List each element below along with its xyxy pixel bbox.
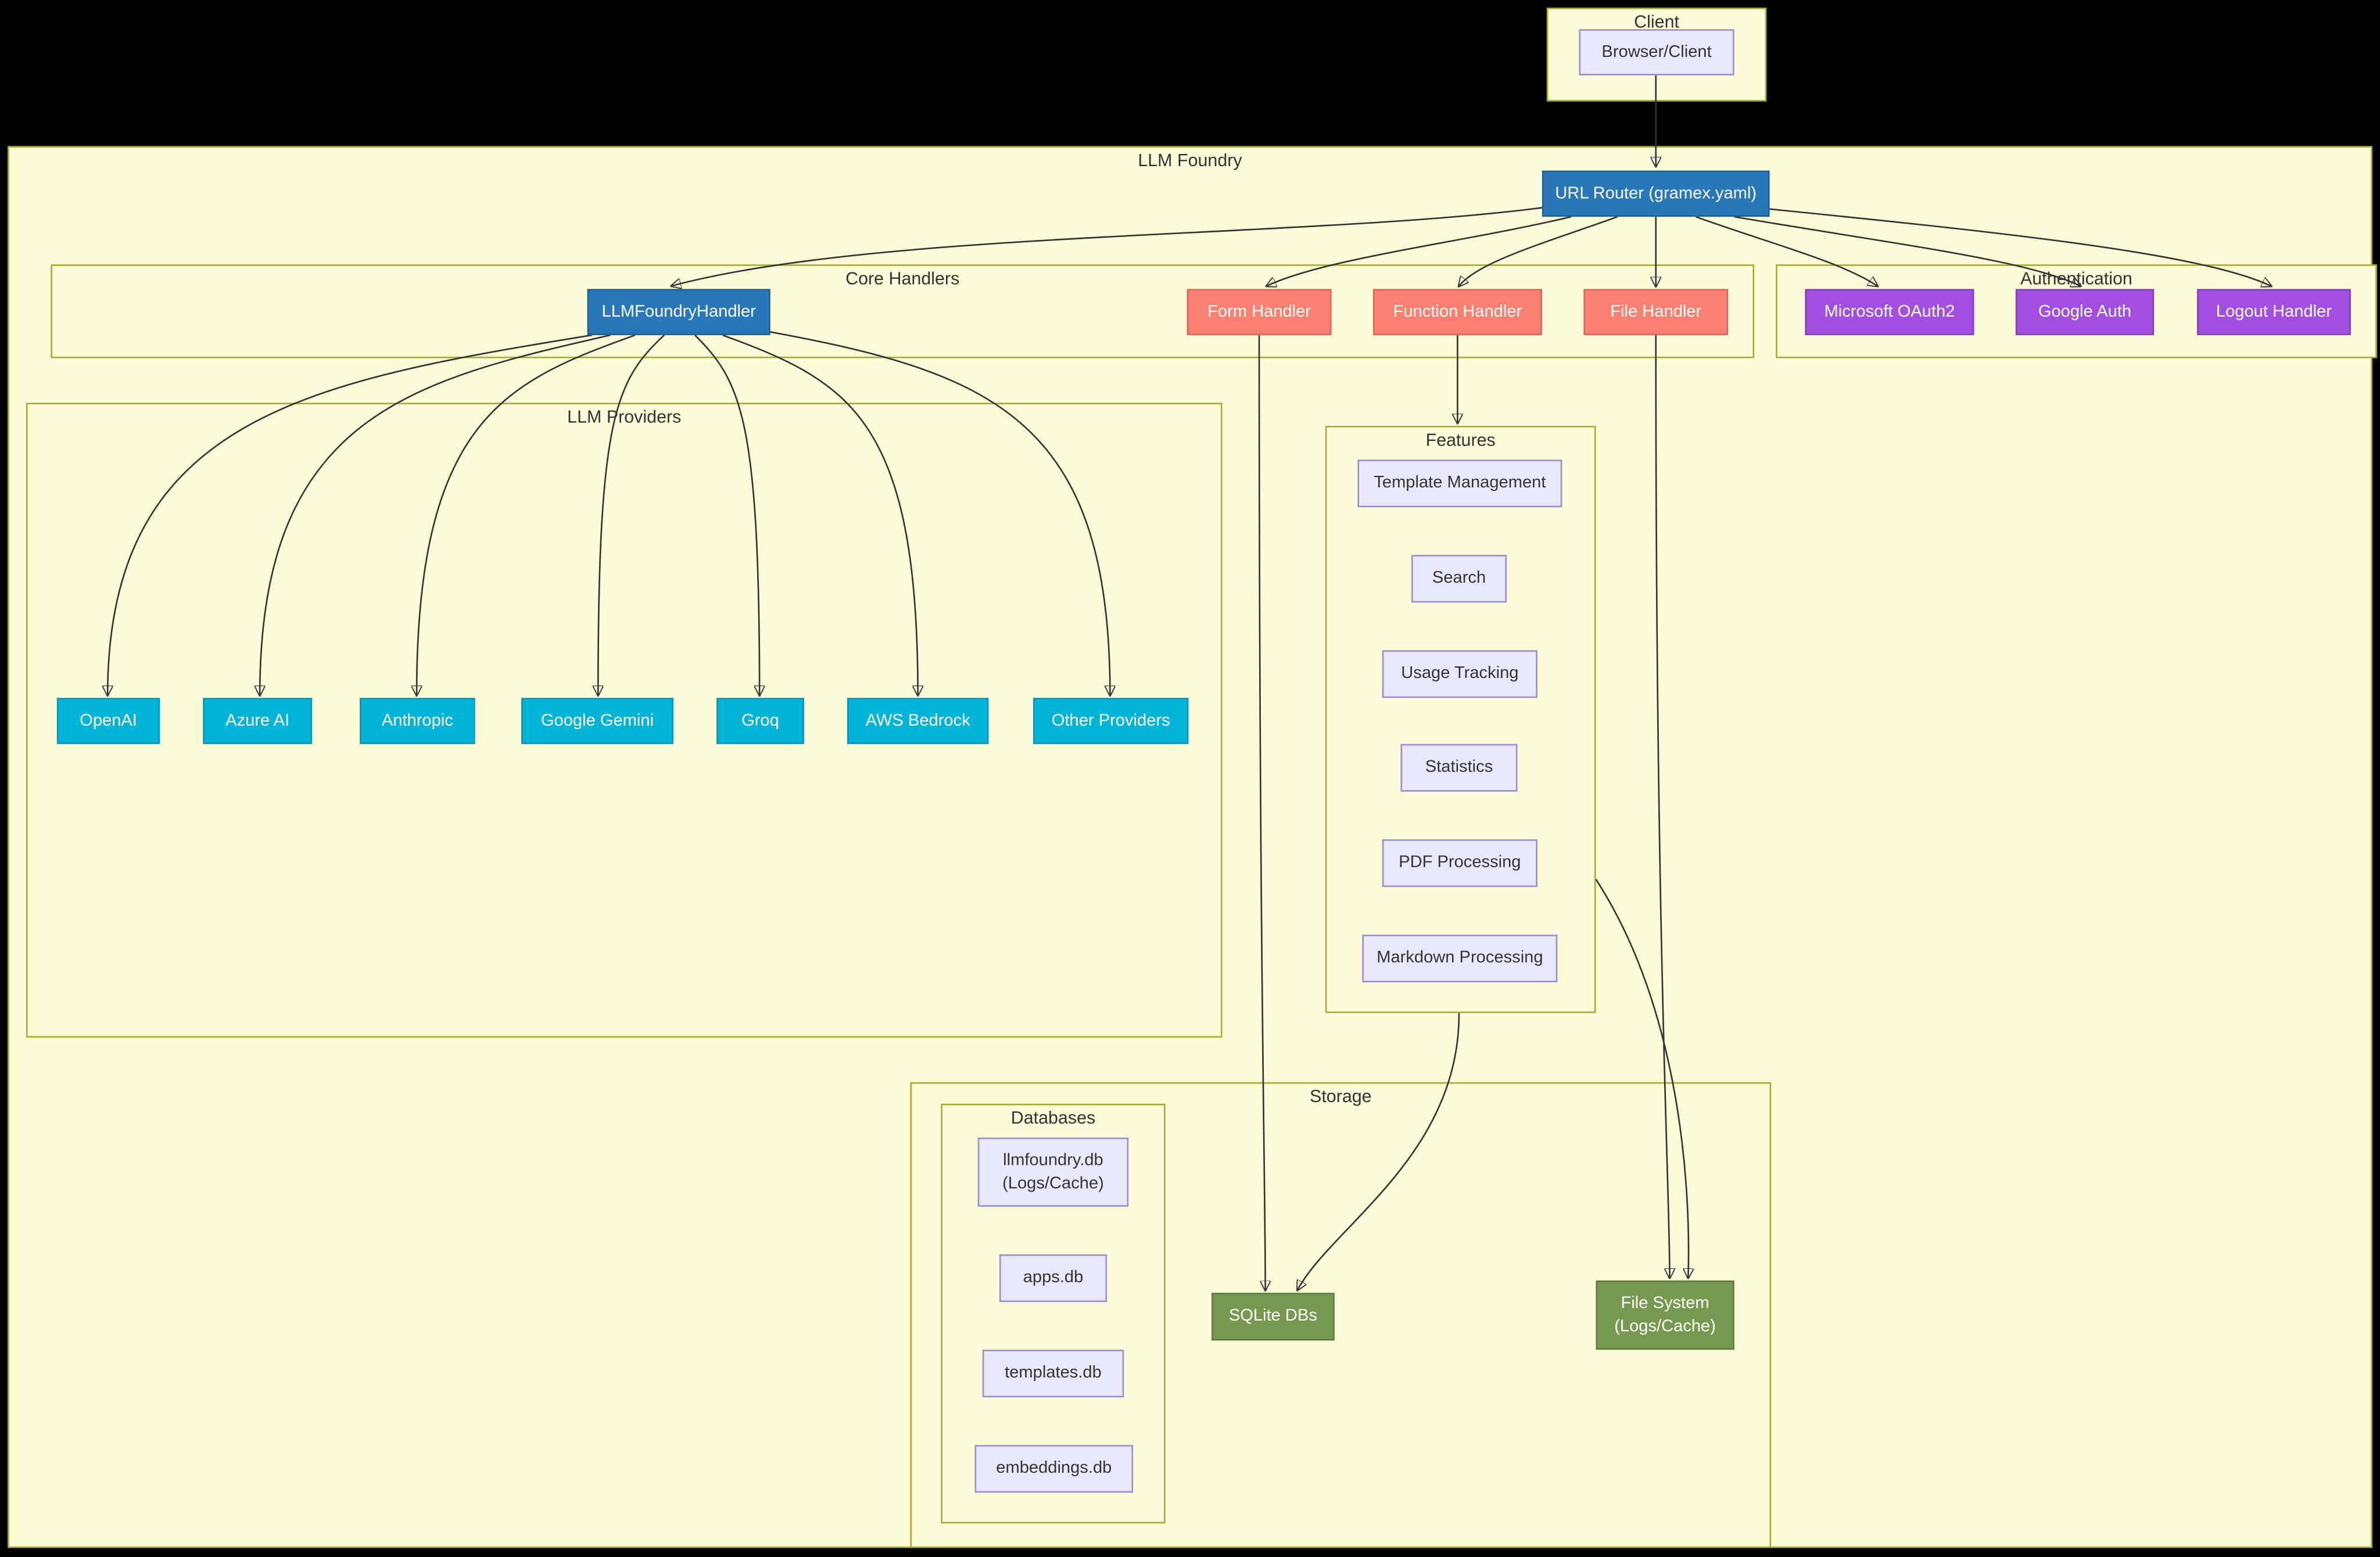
provider-aws-bedrock-node: AWS Bedrock [847,698,989,744]
file-handler-node: File Handler [1583,289,1729,335]
logout-handler-node: Logout Handler [2197,289,2351,335]
llm-foundry-group-label: LLM Foundry [1138,152,1242,171]
features-group: Features [1325,425,1596,1013]
llm-providers-group-label: LLM Providers [567,408,682,428]
provider-other-providers-node: Other Providers [1033,698,1189,744]
provider-azure-ai-node: Azure AI [203,698,313,744]
db-apps-node: apps.db [999,1254,1107,1303]
microsoft-oauth2-node: Microsoft OAuth2 [1805,289,1974,335]
core-handlers-group-label: Core Handlers [845,270,960,289]
db-llmfoundry-node: llmfoundry.db (Logs/Cache) [977,1138,1129,1207]
google-auth-node: Google Auth [2015,289,2155,335]
db-templates-node: templates.db [982,1350,1124,1398]
feature-pdf-processing-node: PDF Processing [1382,839,1537,887]
provider-anthropic-node: Anthropic [360,698,475,744]
features-group-label: Features [1425,432,1496,451]
file-system-node: File System (Logs/Cache) [1596,1280,1734,1350]
provider-google-gemini-node: Google Gemini [521,698,673,744]
databases-group-label: Databases [1010,1110,1096,1129]
authentication-group-label: Authentication [2020,270,2132,289]
provider-groq-node: Groq [716,698,804,744]
browser-client-node: Browser/Client [1579,29,1734,76]
url-router-node: URL Router (gramex.yaml) [1542,170,1770,217]
sqlite-dbs-node: SQLite DBs [1211,1293,1335,1341]
feature-statistics-node: Statistics [1400,744,1518,792]
llmfoundry-handler-node: LLMFoundryHandler [587,289,770,335]
provider-openai-node: OpenAI [56,698,160,744]
function-handler-node: Function Handler [1372,289,1542,335]
feature-template-management-node: Template Management [1357,460,1562,508]
feature-search-node: Search [1411,555,1507,603]
db-embeddings-node: embeddings.db [974,1445,1134,1493]
feature-usage-tracking-node: Usage Tracking [1382,650,1537,698]
feature-markdown-processing-node: Markdown Processing [1362,934,1558,982]
form-handler-node: Form Handler [1187,289,1332,335]
